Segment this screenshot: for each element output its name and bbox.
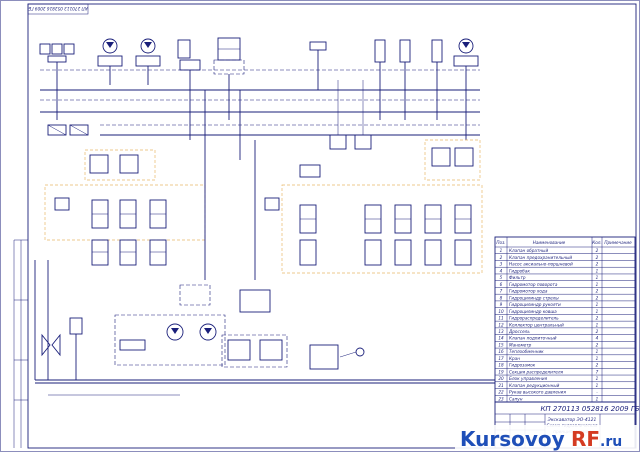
spec-row-pos: 15 [498, 342, 504, 347]
control-block [177, 37, 245, 140]
spec-row-name: Кран [509, 356, 520, 361]
filter-units [221, 289, 365, 370]
spec-row-qty: 2 [596, 329, 599, 334]
spec-row-qty: 1 [596, 268, 599, 273]
spec-row-pos: 4 [500, 268, 503, 273]
filter-pair-left [47, 124, 89, 136]
motor-circuit [114, 284, 226, 366]
site-logo: Kursovoy RF .ru [455, 425, 637, 451]
spec-row-qty: 1 [596, 302, 599, 307]
spec-row-qty: 1 [596, 383, 599, 388]
header-name: Наименование [533, 240, 566, 245]
spec-row-pos: 7 [500, 289, 503, 294]
spec-row-name: Гидробак [509, 268, 530, 273]
title-line-1: Экскаватор ЭО-4121 [547, 417, 597, 423]
distributor-right [264, 139, 483, 274]
spec-row-qty: 2 [596, 342, 599, 347]
spec-row-qty: 1 [596, 376, 599, 381]
spec-row-pos: 22 [498, 390, 504, 395]
spec-row-pos: 19 [498, 369, 504, 374]
spec-row-name: Секция распределителя [509, 369, 564, 374]
spec-row-pos: 23 [498, 396, 504, 401]
spec-row-name: Рукав высокого давления [509, 390, 566, 395]
spec-row-name: Блок управления [509, 376, 548, 381]
header-qty: Кол. [592, 240, 602, 245]
spec-row-qty: 1 [596, 275, 599, 280]
valve-group-center [299, 80, 372, 178]
spec-row-qty: 1 [596, 356, 599, 361]
spec-row-pos: 1 [500, 248, 503, 253]
spec-row-pos: 16 [498, 349, 504, 354]
spec-row-name: Гидромотор поворота [509, 282, 558, 287]
spec-row-name: Гидрозамок [509, 363, 536, 368]
spec-row-pos: 9 [500, 302, 503, 307]
header-note: Примечание [604, 240, 632, 245]
logo-part-1: Kursovoy [460, 427, 565, 451]
spec-row-qty: 2 [596, 248, 599, 253]
spec-row-name: Коллектор центральный [509, 322, 564, 327]
spec-row-qty: 2 [596, 363, 599, 368]
doc-code: КП 270113 052816 2009 ГБ [540, 405, 639, 413]
spec-row-pos: 5 [500, 275, 503, 280]
spec-row-name: Манометр [509, 342, 532, 347]
left-column [34, 260, 83, 380]
spec-row-qty: 1 [596, 396, 599, 401]
spec-row-pos: 8 [500, 295, 503, 300]
spec-row-pos: 11 [498, 316, 504, 321]
spec-row-pos: 21 [498, 383, 504, 388]
logo-part-3: .ru [600, 434, 622, 450]
spec-row-name: Гидроцилиндр ковша [509, 309, 557, 314]
spec-row-qty: 1 [596, 322, 599, 327]
spec-row-pos: 10 [498, 309, 504, 314]
spec-row-pos: 13 [498, 329, 504, 334]
spec-row-pos: 18 [498, 363, 504, 368]
spec-row-pos: 17 [498, 356, 504, 361]
spec-row-qty: 1 [596, 282, 599, 287]
spec-row-name: Гидроцилиндр рукояти [509, 302, 561, 307]
spec-row-pos: 3 [500, 262, 503, 267]
code-stamp [27, 3, 89, 15]
spec-row-qty: - [596, 390, 598, 395]
spec-row-qty: 7 [596, 369, 599, 374]
spec-row-name: Клапан обратный [509, 248, 548, 253]
distributor-left [44, 149, 206, 266]
header-pos: Поз. [496, 240, 505, 245]
logo-part-2: RF [571, 427, 600, 451]
spec-row-qty: 2 [596, 262, 599, 267]
code-stamp-text: КП 270113 052816 2009 ГБ [28, 6, 87, 11]
spec-row-pos: 6 [500, 282, 503, 287]
spec-row-name: Фильтр [509, 275, 526, 280]
spec-row-qty: 1 [596, 349, 599, 354]
spec-row-name: Насос аксиально-поршневой [509, 262, 573, 267]
spec-row-qty: 2 [596, 295, 599, 300]
spec-row-qty: 2 [596, 316, 599, 321]
spec-row-qty: 1 [596, 309, 599, 314]
spec-row-name: Гидромотор хода [509, 289, 548, 294]
pump-group-left [39, 38, 161, 120]
spec-row-pos: 12 [498, 322, 504, 327]
spec-row-name: Клапан редукционный [509, 383, 560, 388]
spec-row-qty: 4 [596, 336, 599, 341]
spec-row-name: Гидроцилиндр стрелы [509, 295, 559, 300]
inner-frame [27, 3, 637, 449]
spec-row-qty: 2 [596, 255, 599, 260]
spec-row-name: Клапан подпиточный [509, 336, 557, 341]
spec-row-qty: 2 [596, 289, 599, 294]
spec-row-name: Сапун [509, 396, 523, 401]
spec-row-pos: 2 [500, 255, 503, 260]
spec-row-pos: 14 [498, 336, 504, 341]
spec-row-name: Клапан предохранительный [509, 255, 572, 260]
cylinder-group-right [309, 38, 479, 140]
spec-row-name: Теплообменник [509, 349, 544, 354]
spec-row-name: Гидрораспределитель [509, 316, 559, 321]
spec-row-pos: 20 [498, 376, 504, 381]
spec-row-name: Дроссель [508, 329, 530, 334]
